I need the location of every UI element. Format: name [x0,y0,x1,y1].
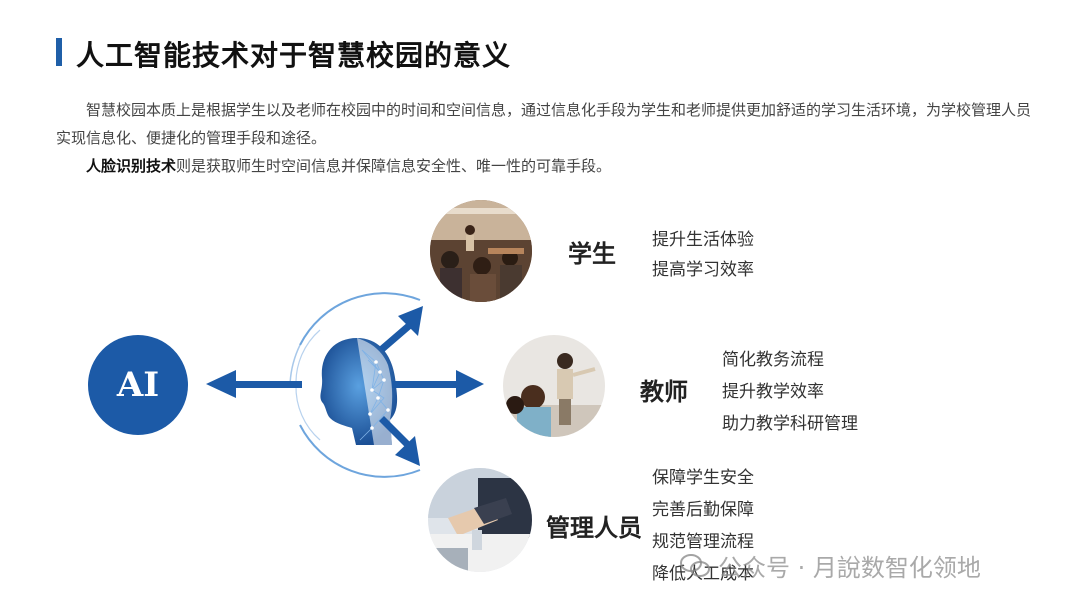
group-label-students: 学生 [568,240,616,268]
admin-photo [428,468,532,572]
teachers-benefit-1: 简化教务流程 [722,350,824,370]
title-accent-bar [56,38,62,66]
admins-benefit-3: 规范管理流程 [652,532,754,552]
teachers-benefit-3: 助力教学科研管理 [722,414,858,434]
arrow-to-students [398,306,423,336]
face-recognition-highlight: 人脸识别技术 [86,157,177,175]
arrow-to-ai [206,370,236,398]
watermark-text: 公众号 · 月說数智化领地 [718,554,981,582]
admins-benefit-2: 完善后勤保障 [652,500,754,520]
admins-benefit-1: 保障学生安全 [652,468,754,488]
teachers-benefit-2: 提升教学效率 [722,382,824,402]
intro-paragraph-2: 人脸识别技术则是获取师生时空间信息并保障信息安全性、唯一性的可靠手段。 [56,152,1036,180]
teacher-photo [503,335,605,437]
students-benefit-2: 提高学习效率 [652,260,754,280]
admins-benefit-4: 降低人工成本 [652,564,754,584]
intro-paragraph: 智慧校园本质上是根据学生以及老师在校园中的时间和空间信息，通过信息化手段为学生和… [56,101,1032,147]
group-label-teachers: 教师 [640,378,688,406]
arrows [206,306,484,466]
arrow-to-admin [395,436,420,466]
face-rings [289,292,421,478]
ai-circle: AI [88,335,188,435]
page-title: 人工智能技术对于智慧校园的意义 [76,39,512,72]
group-label-admins: 管理人员 [546,514,642,542]
students-photo [430,200,532,302]
arrow-to-teacher [456,370,484,398]
wechat-icon [680,553,710,579]
intro-paragraph-2-text: 则是获取师生时空间信息并保障信息安全性、唯一性的可靠手段。 [176,157,612,175]
students-benefit-1: 提升生活体验 [652,230,754,250]
face-scan-icon [320,338,398,445]
watermark: 公众号 · 月說数智化领地 [680,548,981,583]
